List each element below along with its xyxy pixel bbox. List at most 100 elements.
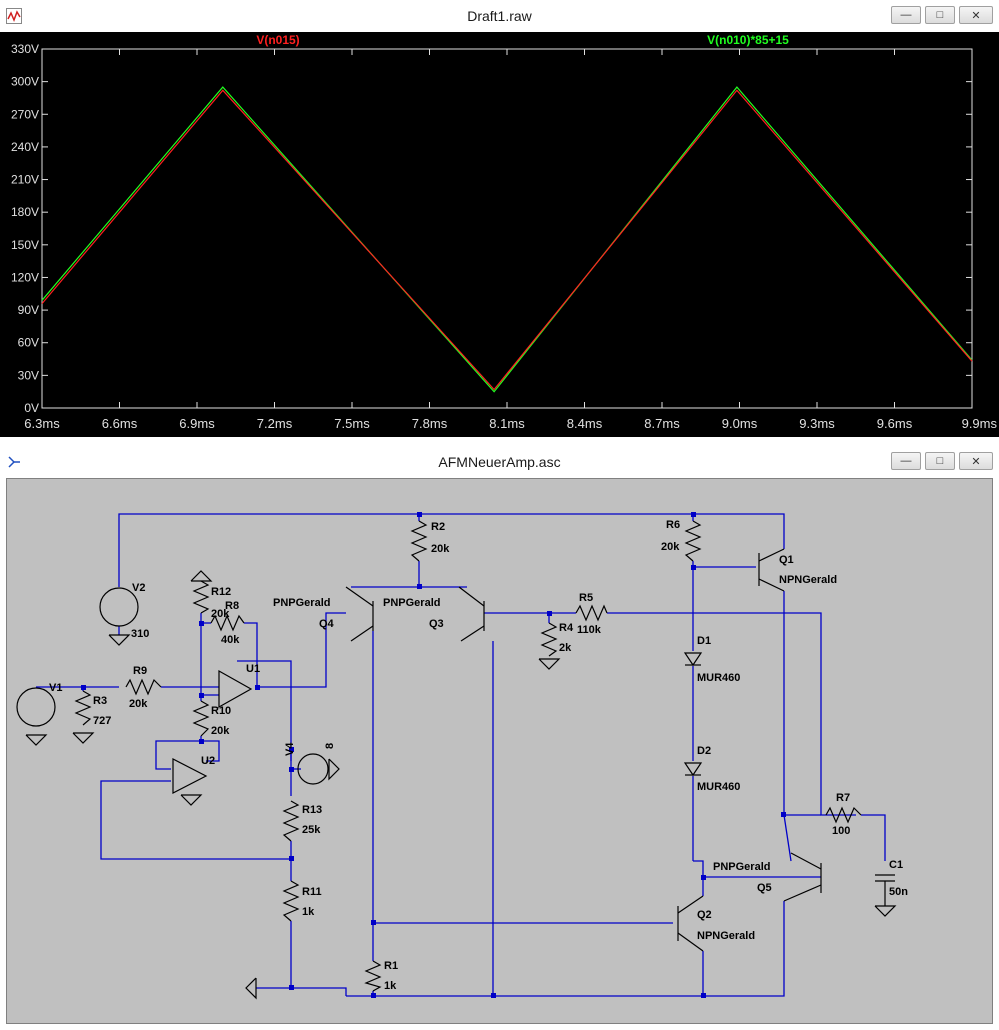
svg-text:Q3: Q3 xyxy=(429,618,444,630)
schematic-canvas[interactable]: V2 310 V1 R3 727 R9 20k R12 20k R8 40k U… xyxy=(6,478,993,1024)
r10-symbol xyxy=(192,700,210,737)
svg-text:R6: R6 xyxy=(666,519,680,531)
wires[interactable] xyxy=(36,513,886,997)
x-tick-label: 9.9ms xyxy=(962,416,998,431)
schematic-drawing[interactable]: V2 310 V1 R3 727 R9 20k R12 20k R8 40k U… xyxy=(7,479,994,1025)
y-tick-label: 210V xyxy=(11,173,39,187)
svg-text:PNPGerald: PNPGerald xyxy=(713,861,770,873)
svg-text:20k: 20k xyxy=(211,725,230,737)
component-labels: V2 310 V1 R3 727 R9 20k R12 20k R8 40k U… xyxy=(49,519,908,992)
y-tick-label: 240V xyxy=(11,140,39,154)
components[interactable] xyxy=(16,520,897,1000)
d2-symbol xyxy=(683,762,703,777)
svg-text:R8: R8 xyxy=(225,600,239,612)
schematic-window-title: AFMNeuerAmp.asc xyxy=(438,454,561,470)
x-tick-label: 7.8ms xyxy=(412,416,448,431)
x-tick-label: 7.5ms xyxy=(334,416,370,431)
close-icon: ✕ xyxy=(971,455,981,468)
svg-text:100: 100 xyxy=(832,825,850,837)
svg-text:1k: 1k xyxy=(302,906,315,918)
svg-text:NPNGerald: NPNGerald xyxy=(697,930,755,942)
svg-text:40k: 40k xyxy=(221,634,240,646)
svg-text:50n: 50n xyxy=(889,886,908,898)
close-button[interactable]: ✕ xyxy=(959,6,993,24)
series-line-v-n010 xyxy=(41,86,973,393)
maximize-icon: □ xyxy=(936,9,944,21)
schematic-icon xyxy=(8,456,20,468)
svg-text:D2: D2 xyxy=(697,745,711,757)
svg-text:C1: C1 xyxy=(889,859,903,871)
x-tick-label: 6.3ms xyxy=(24,416,60,431)
series-line-v-n015 xyxy=(41,89,973,391)
ground-icon xyxy=(190,570,213,582)
y-tick-label: 330V xyxy=(11,42,39,56)
legend-v-n010: V(n010)*85+15 xyxy=(707,33,789,47)
svg-text:R9: R9 xyxy=(133,665,147,677)
x-tick-label: 6.9ms xyxy=(179,416,215,431)
r8-symbol xyxy=(210,614,245,632)
maximize-button[interactable]: □ xyxy=(925,6,955,24)
svg-text:Q2: Q2 xyxy=(697,909,712,921)
y-tick-label: 30V xyxy=(18,368,39,382)
svg-text:2k: 2k xyxy=(559,642,572,654)
q1-symbol xyxy=(758,548,785,592)
svg-text:1k: 1k xyxy=(384,980,397,992)
waveform-chart[interactable]: 0V30V60V90V120V150V180V210V240V270V300V3… xyxy=(0,32,999,437)
plot-frame xyxy=(41,48,973,409)
r2-symbol xyxy=(410,520,428,562)
q3-symbol xyxy=(458,586,485,642)
svg-text:20k: 20k xyxy=(661,541,680,553)
x-tick-label: 7.2ms xyxy=(257,416,293,431)
plot-window-title: Draft1.raw xyxy=(467,8,532,24)
ground-icon xyxy=(180,794,203,806)
svg-text:Q4: Q4 xyxy=(319,618,335,630)
x-tick-label: 8.1ms xyxy=(489,416,525,431)
x-tick-label: 6.6ms xyxy=(102,416,138,431)
svg-text:D1: D1 xyxy=(697,635,711,647)
y-tick-label: 300V xyxy=(11,75,39,89)
x-tick-label: 8.7ms xyxy=(644,416,680,431)
svg-text:R13: R13 xyxy=(302,804,322,816)
ground-icon xyxy=(245,977,257,1000)
r3-symbol xyxy=(74,690,92,726)
plot-titlebar[interactable]: Draft1.raw — □ ✕ xyxy=(0,0,999,32)
minimize-icon: — xyxy=(900,455,912,467)
svg-text:V1: V1 xyxy=(49,682,62,694)
maximize-icon: □ xyxy=(936,455,944,467)
junctions xyxy=(81,512,786,998)
svg-text:R1: R1 xyxy=(384,960,398,972)
svg-text:25k: 25k xyxy=(302,824,321,836)
ground-icon xyxy=(538,658,561,670)
svg-text:20k: 20k xyxy=(431,543,450,555)
y-tick-label: 90V xyxy=(18,303,39,317)
y-tick-label: 120V xyxy=(11,270,39,284)
schematic-titlebar[interactable]: AFMNeuerAmp.asc — □ ✕ xyxy=(0,446,999,478)
svg-text:MUR460: MUR460 xyxy=(697,672,740,684)
ground-icon xyxy=(874,905,897,917)
svg-text:R12: R12 xyxy=(211,586,231,598)
minimize-icon: — xyxy=(900,9,912,21)
u1-symbol xyxy=(218,669,253,709)
y-tick-label: 60V xyxy=(18,336,39,350)
minimize-button[interactable]: — xyxy=(891,6,921,24)
maximize-button[interactable]: □ xyxy=(925,452,955,470)
minimize-button[interactable]: — xyxy=(891,452,921,470)
ground-icon xyxy=(328,758,340,781)
svg-text:R4: R4 xyxy=(559,622,574,634)
svg-text:727: 727 xyxy=(93,715,111,727)
svg-text:PNPGerald: PNPGerald xyxy=(383,597,440,609)
y-tick-label: 180V xyxy=(11,205,39,219)
svg-text:20k: 20k xyxy=(211,608,230,620)
r7-symbol xyxy=(825,806,862,824)
svg-text:V2: V2 xyxy=(132,582,145,594)
svg-text:NPNGerald: NPNGerald xyxy=(779,574,837,586)
r12-symbol xyxy=(192,580,210,614)
svg-text:R11: R11 xyxy=(302,886,322,898)
svg-text:PNPGerald: PNPGerald xyxy=(273,597,330,609)
svg-text:R10: R10 xyxy=(211,705,231,717)
close-button[interactable]: ✕ xyxy=(959,452,993,470)
x-tick-label: 9.6ms xyxy=(877,416,913,431)
q5-symbol xyxy=(783,852,822,902)
